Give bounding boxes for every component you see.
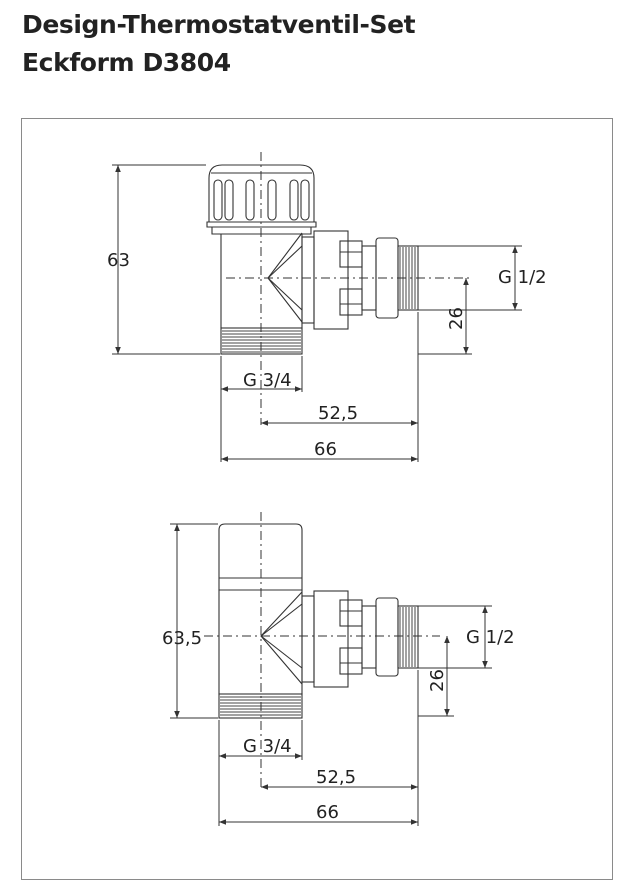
title-line-2: Eckform D3804 [22,48,231,77]
valve-body [218,589,419,695]
top-inlet-thread-label: G 3/4 [243,370,292,391]
top-center-distance-label: 52,5 [318,403,358,424]
bottom-inlet-thread-label: G 3/4 [243,736,292,757]
bottom-center-distance-label: 52,5 [316,767,356,788]
top-valve-drawing: 63 G 1/2 26 G 3/4 52,5 66 [107,152,547,462]
bottom-valve-drawing: 63,5 G 1/2 26 G 3/4 52,5 66 [162,512,515,826]
top-outlet-thread-label: G 1/2 [498,267,547,288]
top-total-width-label: 66 [314,439,337,460]
valve-body [220,230,419,330]
thermostat-cap [206,164,317,235]
bottom-outlet-offset-label: 26 [427,669,448,692]
product-title: Design-Thermostatventil-Set Eckform D380… [22,6,416,82]
top-height-dimension: 63 [107,250,130,271]
bottom-outlet-thread-label: G 1/2 [466,627,515,648]
title-line-1: Design-Thermostatventil-Set [22,10,416,39]
top-outlet-offset-label: 26 [446,307,467,330]
bottom-total-width-label: 66 [316,802,339,823]
drawing-frame [21,118,613,880]
bottom-height-dimension: 63,5 [162,628,202,649]
outlet-thread [399,607,416,667]
